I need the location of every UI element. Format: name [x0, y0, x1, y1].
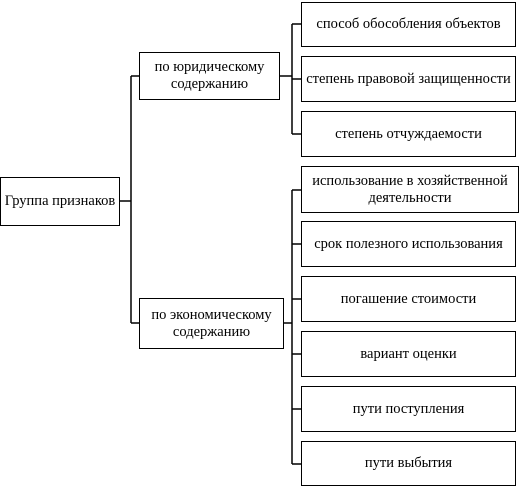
legal-item: способ обособления объектов	[301, 2, 516, 47]
legal-item: степень отчуждаемости	[301, 111, 516, 157]
economic-item-label: вариант оценки	[360, 345, 457, 362]
legal-item-label: степень правовой защищенности	[306, 70, 511, 87]
economic-item: срок полезного использования	[301, 221, 516, 267]
economic-item-label: пути поступления	[352, 400, 465, 417]
legal-item-label: способ обособления объектов	[316, 16, 501, 32]
group-economic: по экономическому содержанию	[139, 298, 284, 349]
economic-item-label: использование в хозяйственной деятельнос…	[312, 172, 508, 206]
root-label: Группа признаков	[4, 193, 116, 209]
economic-item: использование в хозяйственной деятельнос…	[301, 166, 519, 213]
group-legal-label: по юридическому содержанию	[154, 59, 265, 92]
root-node: Группа признаков	[0, 177, 120, 226]
legal-item-label: степень отчуждаемости	[335, 125, 482, 142]
economic-item: вариант оценки	[301, 331, 516, 377]
economic-item: погашение стоимости	[301, 276, 516, 322]
economic-item-label: погашение стоимости	[340, 290, 477, 307]
economic-item: пути выбытия	[301, 441, 516, 486]
legal-item: степень правовой защищенности	[301, 56, 516, 102]
economic-item: пути поступления	[301, 386, 516, 432]
economic-item-label: пути выбытия	[364, 455, 453, 471]
group-legal: по юридическому содержанию	[139, 52, 280, 100]
economic-item-label: срок полезного использования	[314, 235, 503, 252]
group-economic-label: по экономическому содержанию	[151, 306, 272, 340]
